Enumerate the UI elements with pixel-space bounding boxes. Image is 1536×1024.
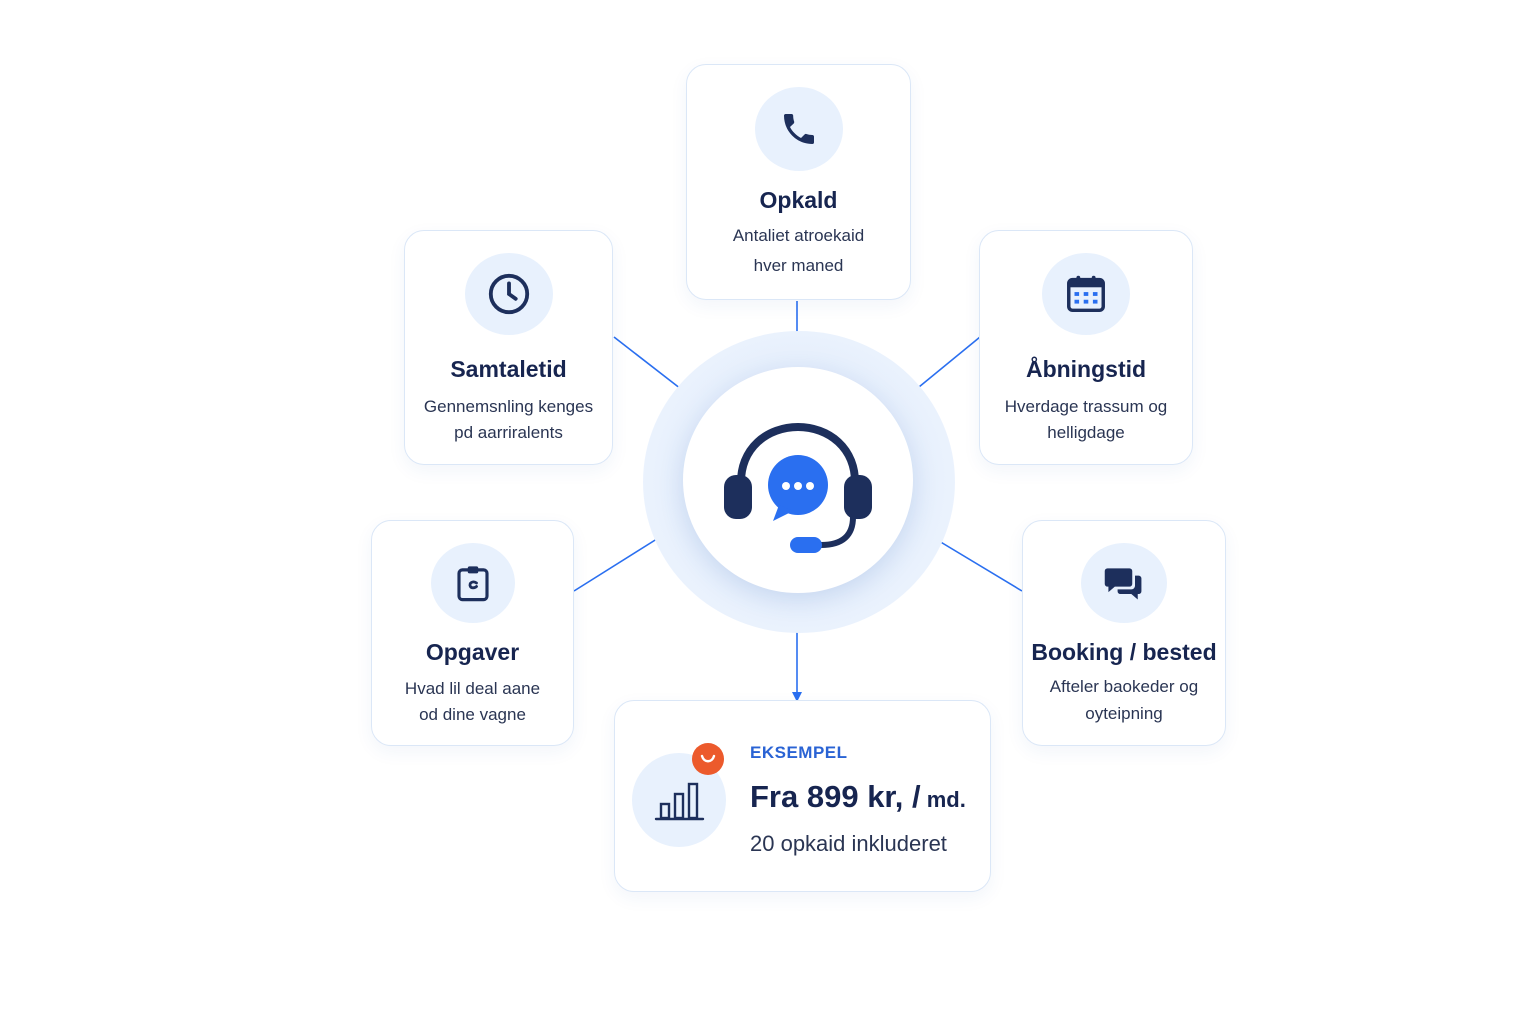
card-title: Samtaletid xyxy=(450,356,567,382)
headset-chat-icon xyxy=(724,423,872,553)
example-subtitle: 20 opkaid inkluderet xyxy=(750,831,947,856)
clock-icon xyxy=(488,273,529,315)
card-desc-line2: helligdage xyxy=(1047,423,1125,442)
card-desc-line2: pd aarriralents xyxy=(454,423,563,442)
example-price: Fra 899 kr, / md. xyxy=(750,779,966,815)
card-desc-line1: Hverdage trassum og xyxy=(1004,397,1168,416)
hub-circle xyxy=(683,367,913,593)
card-desc-line2: oyteipning xyxy=(1085,704,1163,723)
icon-circle-abningstid xyxy=(1042,253,1130,335)
card-samtaletid: Samtaletid Gennemsnling kenges pd aarrir… xyxy=(404,230,613,465)
icon-circle-opkald xyxy=(754,87,843,171)
card-title: Booking / bested xyxy=(1031,639,1217,665)
card-title: Åbningstid xyxy=(1025,356,1147,382)
price-text: Fra 899 kr, / xyxy=(750,779,921,814)
card-title: Opkald xyxy=(759,187,838,213)
icon-circle-opgaver xyxy=(430,543,515,623)
card-abningstid: Åbningstid Hverdage trassum og helligdag… xyxy=(979,230,1193,465)
card-title: Opgaver xyxy=(425,639,520,665)
card-desc-line1: Afteler baokeder og xyxy=(1049,677,1199,696)
icon-circle-samtaletid xyxy=(464,253,553,335)
card-desc-line1: Gennemsnling kenges xyxy=(423,397,594,416)
card-example-pricing: EKSEMPEL Fra 899 kr, / md. 20 opkaid ink… xyxy=(614,700,991,892)
icon-circle-booking xyxy=(1081,543,1167,623)
bar-chart-icon xyxy=(654,782,705,821)
calendar-icon xyxy=(1067,275,1105,313)
card-desc-line2: od dine vagne xyxy=(419,705,526,724)
clipboard-icon xyxy=(456,566,489,602)
price-unit: md. xyxy=(920,787,966,812)
phone-icon xyxy=(783,114,814,144)
card-booking: Booking / bested Afteler baokeder og oyt… xyxy=(1022,520,1226,746)
card-opkald: Opkald Antaliet atroekaid hver maned xyxy=(686,64,911,300)
card-desc-line2: hver maned xyxy=(753,256,844,275)
smile-badge-icon xyxy=(692,743,724,775)
arrow-opgaver-to-hub xyxy=(573,530,670,592)
chat-bubbles-icon xyxy=(1104,568,1142,600)
card-desc-line1: Antaliet atroekaid xyxy=(732,226,865,245)
example-label: EKSEMPEL xyxy=(750,743,848,762)
card-desc-line1: Hvad lil deal aane xyxy=(404,679,541,698)
card-opgaver: Opgaver Hvad lil deal aane od dine vagne xyxy=(371,520,574,746)
